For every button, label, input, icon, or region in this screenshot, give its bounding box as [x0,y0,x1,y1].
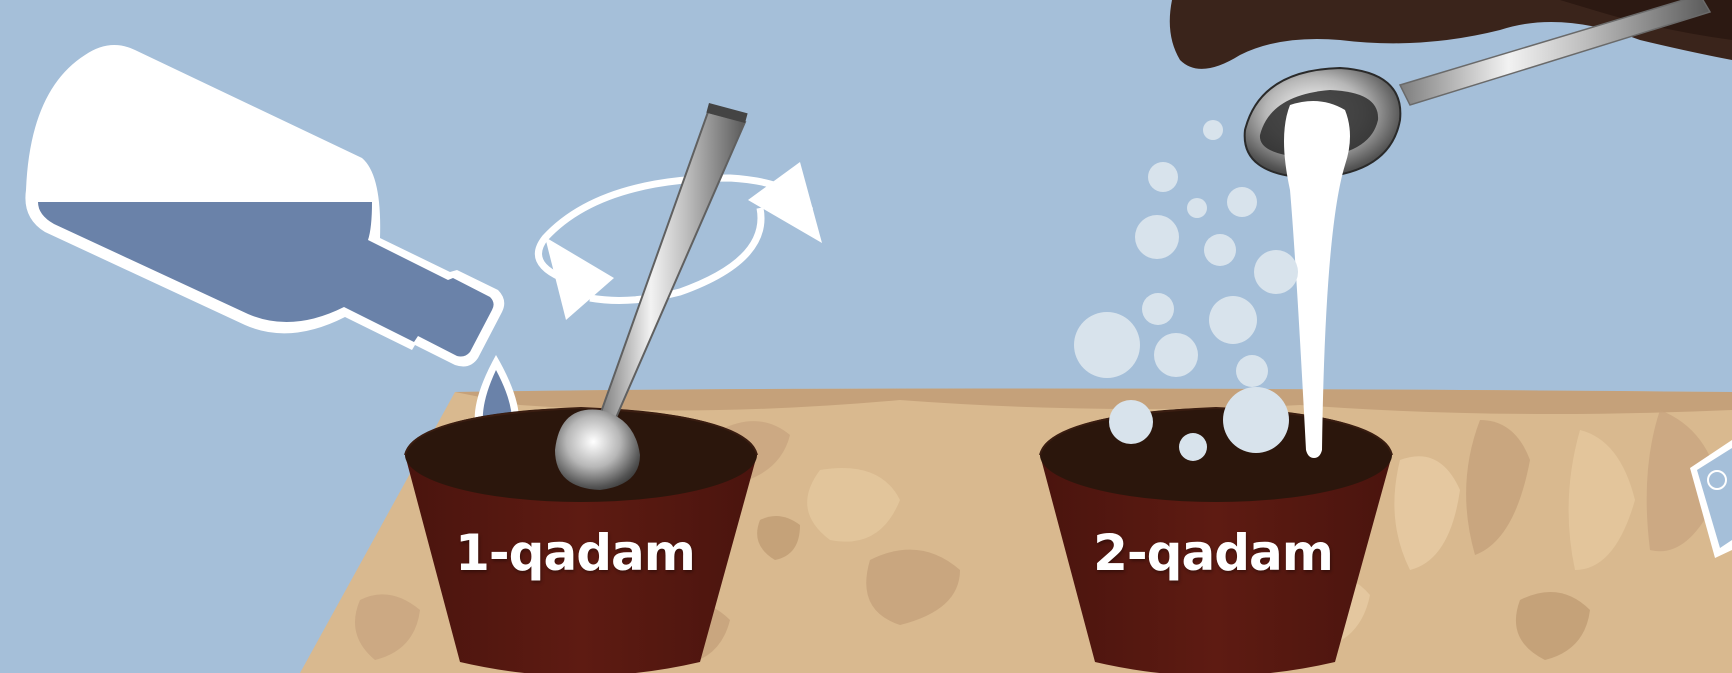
step-1-label: 1-qadam [425,528,725,578]
step-2-label: 2-qadam [1063,528,1363,578]
